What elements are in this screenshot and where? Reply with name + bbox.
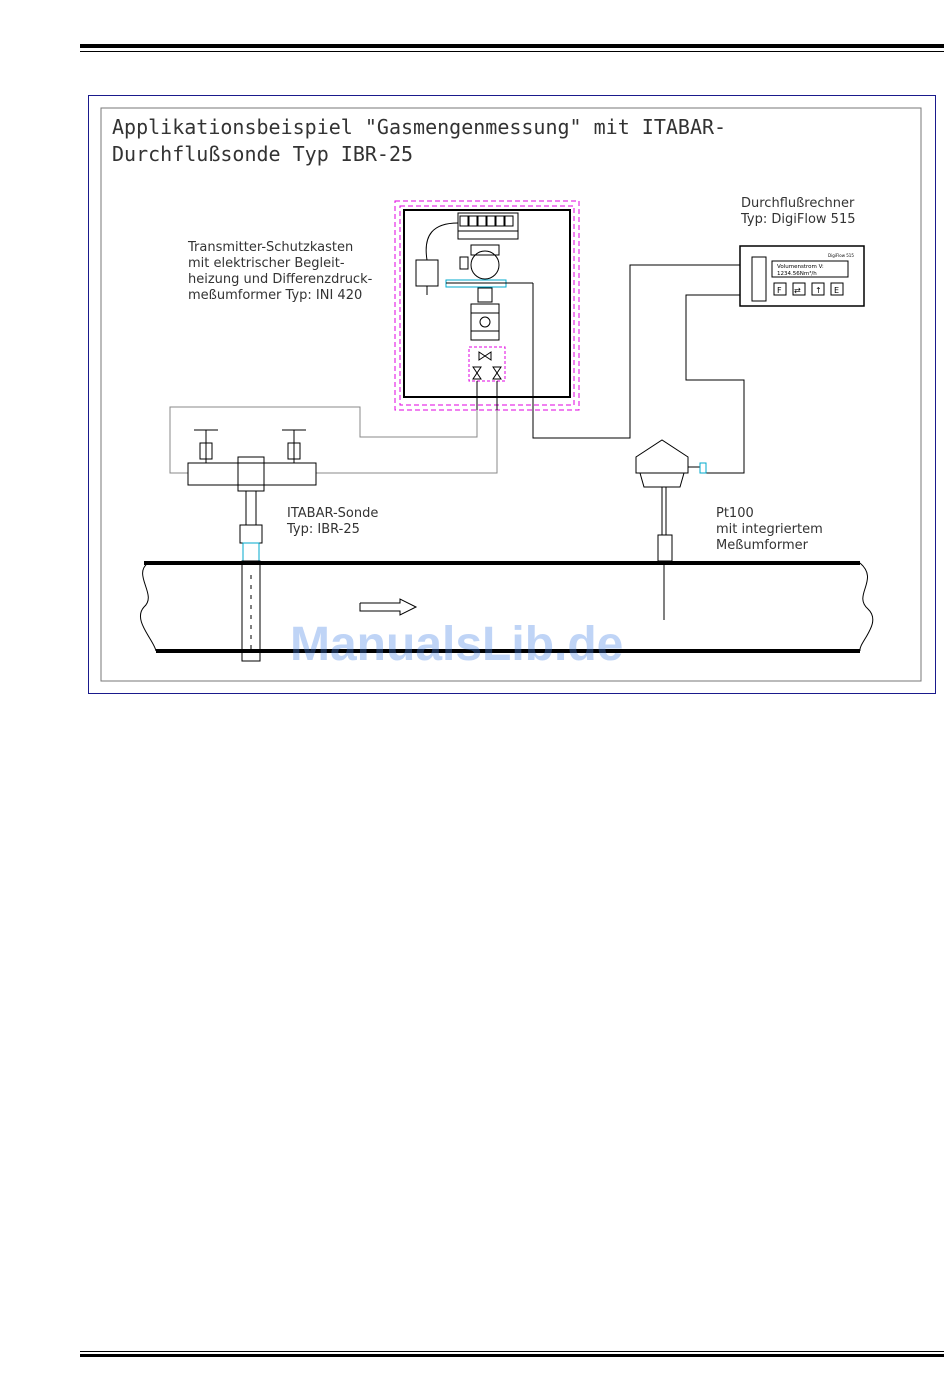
heater-junction-box [415, 259, 439, 287]
transmitter-label-4: meßumformer Typ: INI 420 [188, 288, 362, 303]
pt100-label-2: mit integriertem [716, 522, 823, 537]
computer-label-2: Typ: DigiFlow 515 [740, 212, 855, 227]
terminal-strip [457, 212, 519, 240]
key-e: E [834, 286, 839, 295]
transmitter-label-3: heizung und Differenzdruck- [188, 272, 373, 287]
bottom-rule-thick [80, 1354, 944, 1357]
bottom-rule-thin [80, 1351, 944, 1352]
pipe [140, 561, 874, 653]
transmitter-label-1: Transmitter-Schutzkasten [187, 240, 353, 255]
pt100-label-1: Pt100 [716, 506, 754, 521]
watermark: ManualsLib.de [290, 618, 623, 671]
signal-wiring [532, 264, 745, 474]
key-switch: ⇄ [794, 286, 801, 295]
computer-label-1: Durchflußrechner [741, 196, 855, 211]
probe-label-1: ITABAR-Sonde [287, 506, 378, 521]
diagram-title-line2: Durchflußsonde Typ IBR-25 [112, 142, 413, 166]
outer-frame [88, 95, 936, 694]
application-diagram: Applikationsbeispiel "Gasmengenmessung" … [88, 95, 936, 694]
pt100-label-3: Meßumformer [716, 538, 809, 553]
probe-manifold [187, 429, 317, 562]
top-rule-thin [80, 51, 944, 52]
transmitter-head [470, 250, 500, 280]
probe-label-2: Typ: IBR-25 [286, 522, 360, 537]
key-up: ↑ [815, 286, 822, 295]
computer-brand: DigiFlow 515 [828, 253, 854, 258]
pt100-sensor [635, 439, 707, 620]
dp-sensor-body [470, 303, 500, 341]
key-f: F [777, 286, 782, 295]
transmitter-enclosure [394, 200, 580, 465]
display-line2: 1234.56Nm³/h [777, 270, 817, 277]
impulse-lines [169, 406, 498, 474]
itabar-probe [241, 560, 261, 662]
flow-direction-arrow-icon [359, 598, 418, 616]
transmitter-label-2: mit elektrischer Begleit- [188, 256, 345, 271]
inner-frame [100, 107, 922, 682]
valve-manifold [468, 346, 506, 382]
top-rule-thick [80, 44, 944, 48]
flow-computer [739, 245, 865, 307]
diagram-title-line1: Applikationsbeispiel "Gasmengenmessung" … [112, 115, 726, 139]
display-line1: Volumenstrom V: [777, 264, 824, 270]
